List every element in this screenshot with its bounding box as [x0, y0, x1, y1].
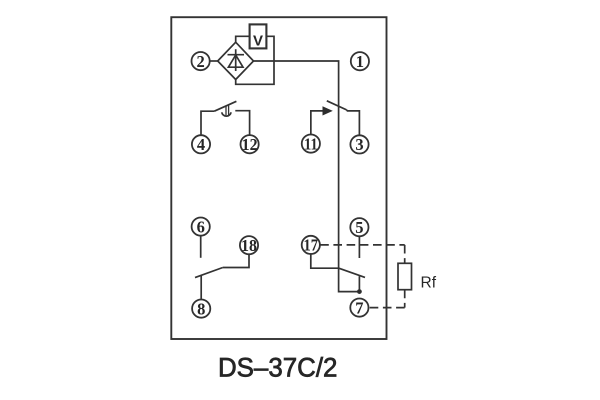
- svg-text:17: 17: [304, 236, 319, 255]
- svg-text:DS–37C/2: DS–37C/2: [218, 353, 338, 383]
- svg-text:11: 11: [304, 134, 318, 153]
- svg-text:5: 5: [355, 218, 363, 237]
- svg-text:4: 4: [197, 135, 205, 154]
- svg-text:1: 1: [356, 52, 364, 71]
- svg-text:V: V: [253, 32, 263, 49]
- svg-text:12: 12: [242, 135, 258, 154]
- svg-text:8: 8: [197, 299, 205, 318]
- svg-text:7: 7: [355, 298, 363, 317]
- svg-text:6: 6: [197, 217, 205, 236]
- svg-text:3: 3: [355, 135, 363, 154]
- svg-text:Rf: Rf: [421, 274, 437, 291]
- svg-text:2: 2: [196, 52, 204, 71]
- svg-text:18: 18: [241, 236, 257, 255]
